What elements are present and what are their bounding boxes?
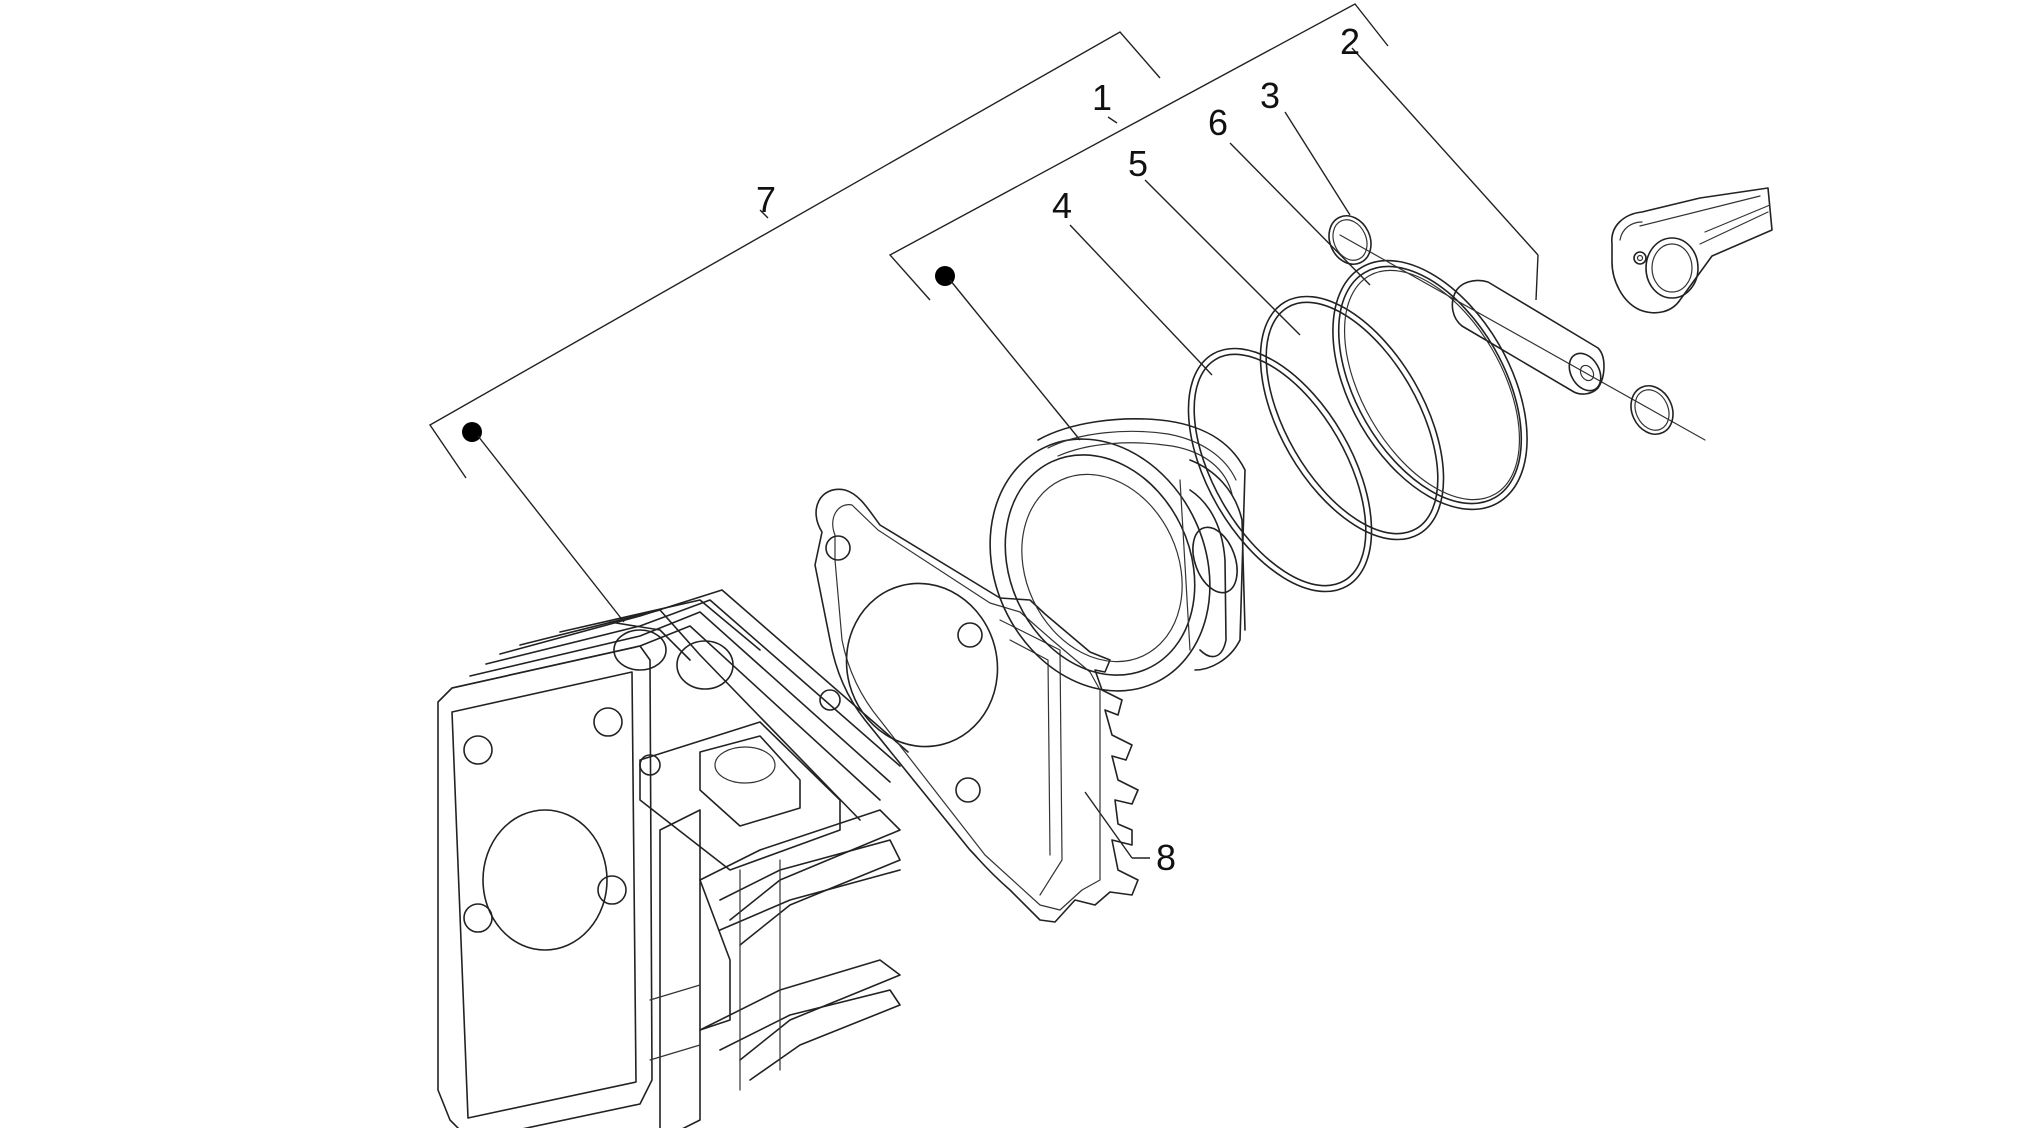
circlip-icon (1630, 385, 1674, 435)
callout-1: 1 (1092, 77, 1112, 118)
pin-icon (1339, 234, 1706, 441)
callout-8: 8 (1156, 837, 1176, 878)
callout-6: 6 (1208, 102, 1228, 143)
callout-3: 3 (1260, 75, 1280, 116)
group-marker-dot (462, 422, 482, 442)
gasket-icon (814, 488, 1139, 923)
callout-7: 7 (756, 179, 776, 220)
leader-lines (759, 47, 1539, 859)
callout-4: 4 (1052, 185, 1072, 226)
ring-icon (1259, 295, 1445, 541)
callout-2: 2 (1340, 21, 1360, 62)
callout-5: 5 (1128, 143, 1148, 184)
ring-icon (1187, 347, 1373, 593)
bracket-group-1 (888, 3, 1389, 441)
piston-icon (989, 418, 1246, 692)
ring-icon (1332, 259, 1528, 511)
connecting-rod-icon (1611, 187, 1773, 314)
callout-labels: 7 1 2 3 6 5 4 8 (756, 21, 1360, 878)
circlip-icon (1328, 215, 1372, 265)
cylinder-icon (437, 589, 909, 1128)
bracket-group-7 (428, 31, 1161, 623)
